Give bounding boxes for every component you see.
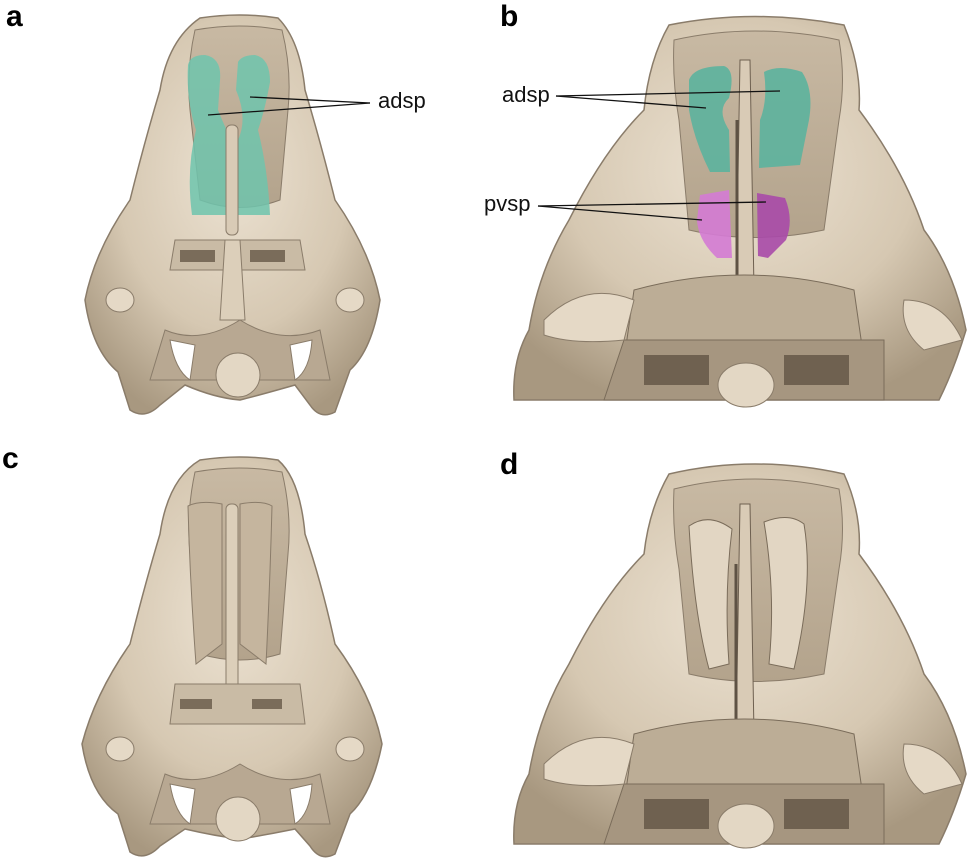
leader-lines-adsp-b — [555, 90, 781, 109]
panel-a: a adsp — [0, 0, 484, 434]
panel-letter-a: a — [6, 0, 23, 33]
panel-c: c — [0, 434, 484, 868]
panel-d: d — [484, 434, 968, 868]
panel-letter-d: d — [500, 448, 519, 481]
skull-render-a — [84, 14, 381, 416]
panel-letter-c: c — [2, 442, 19, 475]
leader-lines-adsp-a — [207, 96, 371, 116]
label-adsp-a: adsp — [378, 88, 426, 113]
panel-b: b adsp pvsp — [484, 0, 968, 434]
label-pvsp-b: pvsp — [484, 191, 531, 216]
skull-render-d — [513, 463, 967, 849]
panel-letter-b: b — [500, 0, 519, 33]
skull-render-c — [81, 456, 383, 858]
label-adsp-b: adsp — [502, 82, 550, 107]
skull-render-b — [513, 15, 967, 408]
leader-lines-pvsp-b — [537, 201, 767, 221]
